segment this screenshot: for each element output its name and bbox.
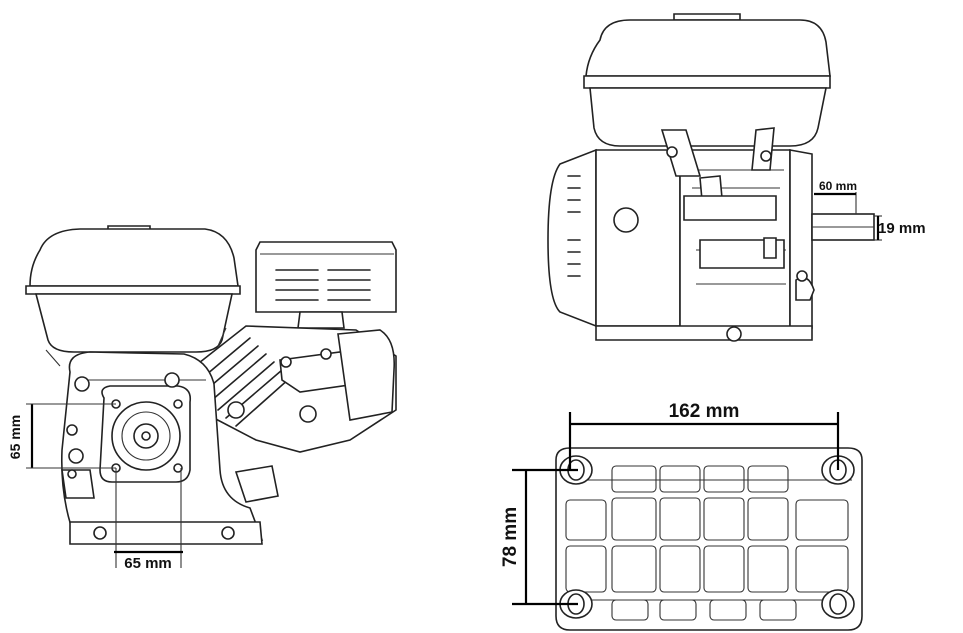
dim-label-side-horizontal: 65 mm — [124, 555, 172, 572]
dim-base-width — [568, 412, 840, 470]
dim-label-base-width: 162 mm — [669, 401, 740, 422]
engine-body-front — [595, 127, 815, 342]
dim-label-shaft-length: 60 mm — [819, 179, 857, 193]
crankshaft — [811, 213, 875, 241]
muffler — [255, 241, 397, 329]
crankcase — [60, 351, 279, 545]
dim-shaft-diameter — [874, 215, 882, 241]
air-filter-housing — [25, 225, 241, 367]
dim-base-depth — [512, 468, 578, 606]
dim-label-shaft-diameter: 19 mm — [878, 220, 926, 237]
engine-front-view — [547, 13, 875, 342]
dim-label-base-depth: 78 mm — [500, 507, 521, 567]
dim-side-vertical — [26, 403, 116, 469]
recoil-starter — [547, 148, 597, 328]
engine-side-view — [25, 225, 397, 545]
dim-side-horizontal — [114, 468, 183, 568]
dim-label-side-vertical: 65 mm — [7, 415, 23, 459]
base-rib-grid — [565, 465, 849, 621]
cylinder-fins — [189, 325, 397, 453]
engine-base-plate — [555, 447, 863, 631]
air-filter-top — [583, 13, 831, 147]
dim-shaft-length — [811, 192, 857, 214]
